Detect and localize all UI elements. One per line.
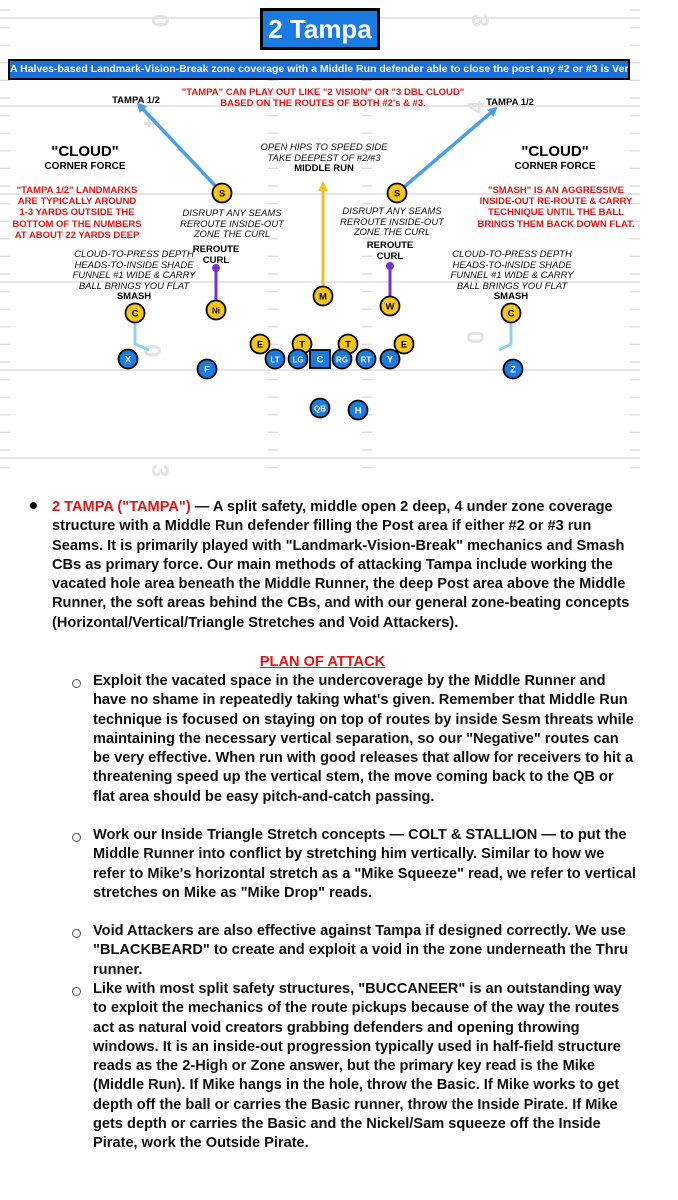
player-receiver-x: X <box>117 348 139 370</box>
player-receiver-f: F <box>196 358 218 380</box>
player-tackle-right-label: T <box>345 340 351 351</box>
player-receiver-z-label: Z <box>510 365 516 376</box>
player-left-guard: LG <box>287 348 309 370</box>
player-end-left: E <box>249 333 271 355</box>
cloud-left-label: "CLOUD" CORNER FORCE <box>44 143 126 172</box>
route-corner-right <box>498 314 513 352</box>
tampa-half-right-label: TAMPA 1/2 <box>486 97 534 108</box>
player-safety-right: S <box>386 182 408 204</box>
player-will: W <box>379 295 401 317</box>
sub-bullet-circle-3 <box>72 929 81 938</box>
player-right-guard: RG <box>331 348 353 370</box>
disrupt-right-note: DISRUPT ANY SEAMS REROUTE INSIDE-OUT ZON… <box>340 206 444 239</box>
landmark-note: "TAMPA 1/2" LANDMARKS ARE TYPICALLY AROU… <box>12 185 142 241</box>
disrupt-left-note: DISRUPT ANY SEAMS REROUTE INSIDE-OUT ZON… <box>180 208 284 241</box>
player-safety-right-label: S <box>394 189 400 200</box>
bullet-dot <box>30 502 37 509</box>
tampa-heading: 2 TAMPA ("TAMPA") <box>52 499 191 515</box>
player-right-tackle-label: RT <box>361 356 372 365</box>
middle-run-note: OPEN HIPS TO SPEED SIDE TAKE DEEPEST OF … <box>260 142 388 175</box>
route-corner-left <box>133 314 150 352</box>
player-center-label: C <box>317 355 324 366</box>
cloud-right-label: "CLOUD" CORNER FORCE <box>514 143 596 172</box>
sub-bullet-circle-2 <box>72 833 81 842</box>
coverage-description: 2 TAMPA ("TAMPA") — A split safety, midd… <box>0 488 678 1200</box>
attack-point-4: Like with most split safety structures, … <box>93 981 622 1152</box>
player-corner-left: C <box>124 302 146 324</box>
player-center: C <box>309 349 331 369</box>
player-safety-left-label: S <box>219 189 225 200</box>
smash-note: "SMASH" IS AN AGGRESSIVE INSIDE-OUT RE-R… <box>477 185 635 230</box>
attack-point-2: Work our Inside Triangle Stretch concept… <box>93 827 636 901</box>
smash-left-label: SMASH <box>116 291 152 302</box>
player-receiver-y-label: Y <box>387 355 394 366</box>
player-corner-left-label: C <box>132 309 139 320</box>
attack-point-1: Exploit the vacated space in the underco… <box>93 673 634 805</box>
route-will-curl-end <box>386 262 394 270</box>
field-number-right-upper: 4 <box>463 100 490 114</box>
field-number-top-left: 0 <box>146 14 173 27</box>
player-running-back-h-label: H <box>355 406 362 417</box>
sub-bullet-circle-4 <box>72 987 81 996</box>
player-right-tackle: RT <box>355 348 377 370</box>
player-receiver-f-label: F <box>204 365 210 376</box>
player-running-back-h: H <box>347 399 369 421</box>
route-nickel-curl-end <box>212 264 220 272</box>
yard-lines <box>0 17 640 459</box>
player-mike: M <box>312 285 334 307</box>
tampa-overview-body: — A split safety, middle open 2 deep, 4 … <box>52 499 630 631</box>
cloud-press-right-note: CLOUD-TO-PRESS DEPTH HEADS-TO-INSIDE SHA… <box>450 249 574 292</box>
player-corner-right: C <box>500 302 522 324</box>
coverage-diagram: 0 3 4 0 4 0 3 SSNiMWCCETTEXFLTLGCRGRTYZQ… <box>0 0 640 485</box>
player-receiver-y: Y <box>379 348 401 370</box>
player-end-right-label: E <box>401 340 407 351</box>
tampa-half-left-label: TAMPA 1/2 <box>112 95 160 106</box>
player-receiver-x-label: X <box>125 355 132 366</box>
attack-point-3: Void Attackers are also effective agains… <box>93 923 629 978</box>
cloud-press-left-note: CLOUD-TO-PRESS DEPTH HEADS-TO-INSIDE SHA… <box>72 249 196 292</box>
sub-bullet-circle-1 <box>72 679 81 688</box>
field-number-right-lower: 0 <box>463 331 490 344</box>
tampa-overview: 2 TAMPA ("TAMPA") — A split safety, midd… <box>52 498 642 633</box>
player-corner-right-label: C <box>508 309 515 320</box>
player-tackle-left-label: T <box>299 340 305 351</box>
field-svg: 0 3 4 0 4 0 3 SSNiMWCCETTEXFLTLGCRGRTYZQ… <box>0 9 640 477</box>
player-right-guard-label: RG <box>336 356 348 365</box>
player-mike-label: M <box>319 292 327 303</box>
player-quarterback-label: QB <box>314 405 326 414</box>
plan-of-attack-heading: PLAN OF ATTACK <box>259 654 386 670</box>
player-left-guard-label: LG <box>292 356 303 365</box>
route-safety-left-deep <box>136 102 224 195</box>
reroute-curl-left-label: REROUTE CURL <box>192 244 240 266</box>
player-left-tackle: LT <box>264 348 286 370</box>
player-left-tackle-label: LT <box>270 356 279 365</box>
player-receiver-z: Z <box>502 358 524 380</box>
player-safety-left: S <box>211 182 233 204</box>
players: S S Ni M W C C E T T E X F LT LG C RG RT Y Z QB H <box>117 182 524 421</box>
diagram-title: 2 Tampa <box>260 8 380 50</box>
play-out-note: "TAMPA" CAN PLAY OUT LIKE "2 VISION" OR … <box>181 87 465 109</box>
player-end-right: E <box>393 333 415 355</box>
player-nickel-label: Ni <box>212 307 220 316</box>
field-number-top-right: 3 <box>466 14 493 27</box>
player-quarterback: QB <box>309 397 331 419</box>
route-safety-right-deep <box>395 106 498 195</box>
player-end-left-label: E <box>257 340 263 351</box>
field-number-bottom-left: 3 <box>146 464 173 477</box>
player-nickel: Ni <box>205 299 227 321</box>
smash-right-label: SMASH <box>493 291 529 302</box>
diagram-banner: A Halves-based Landmark-Vision-Break zon… <box>8 59 630 80</box>
player-will-label: W <box>386 302 395 313</box>
reroute-curl-right-label: REROUTE CURL <box>366 240 414 262</box>
